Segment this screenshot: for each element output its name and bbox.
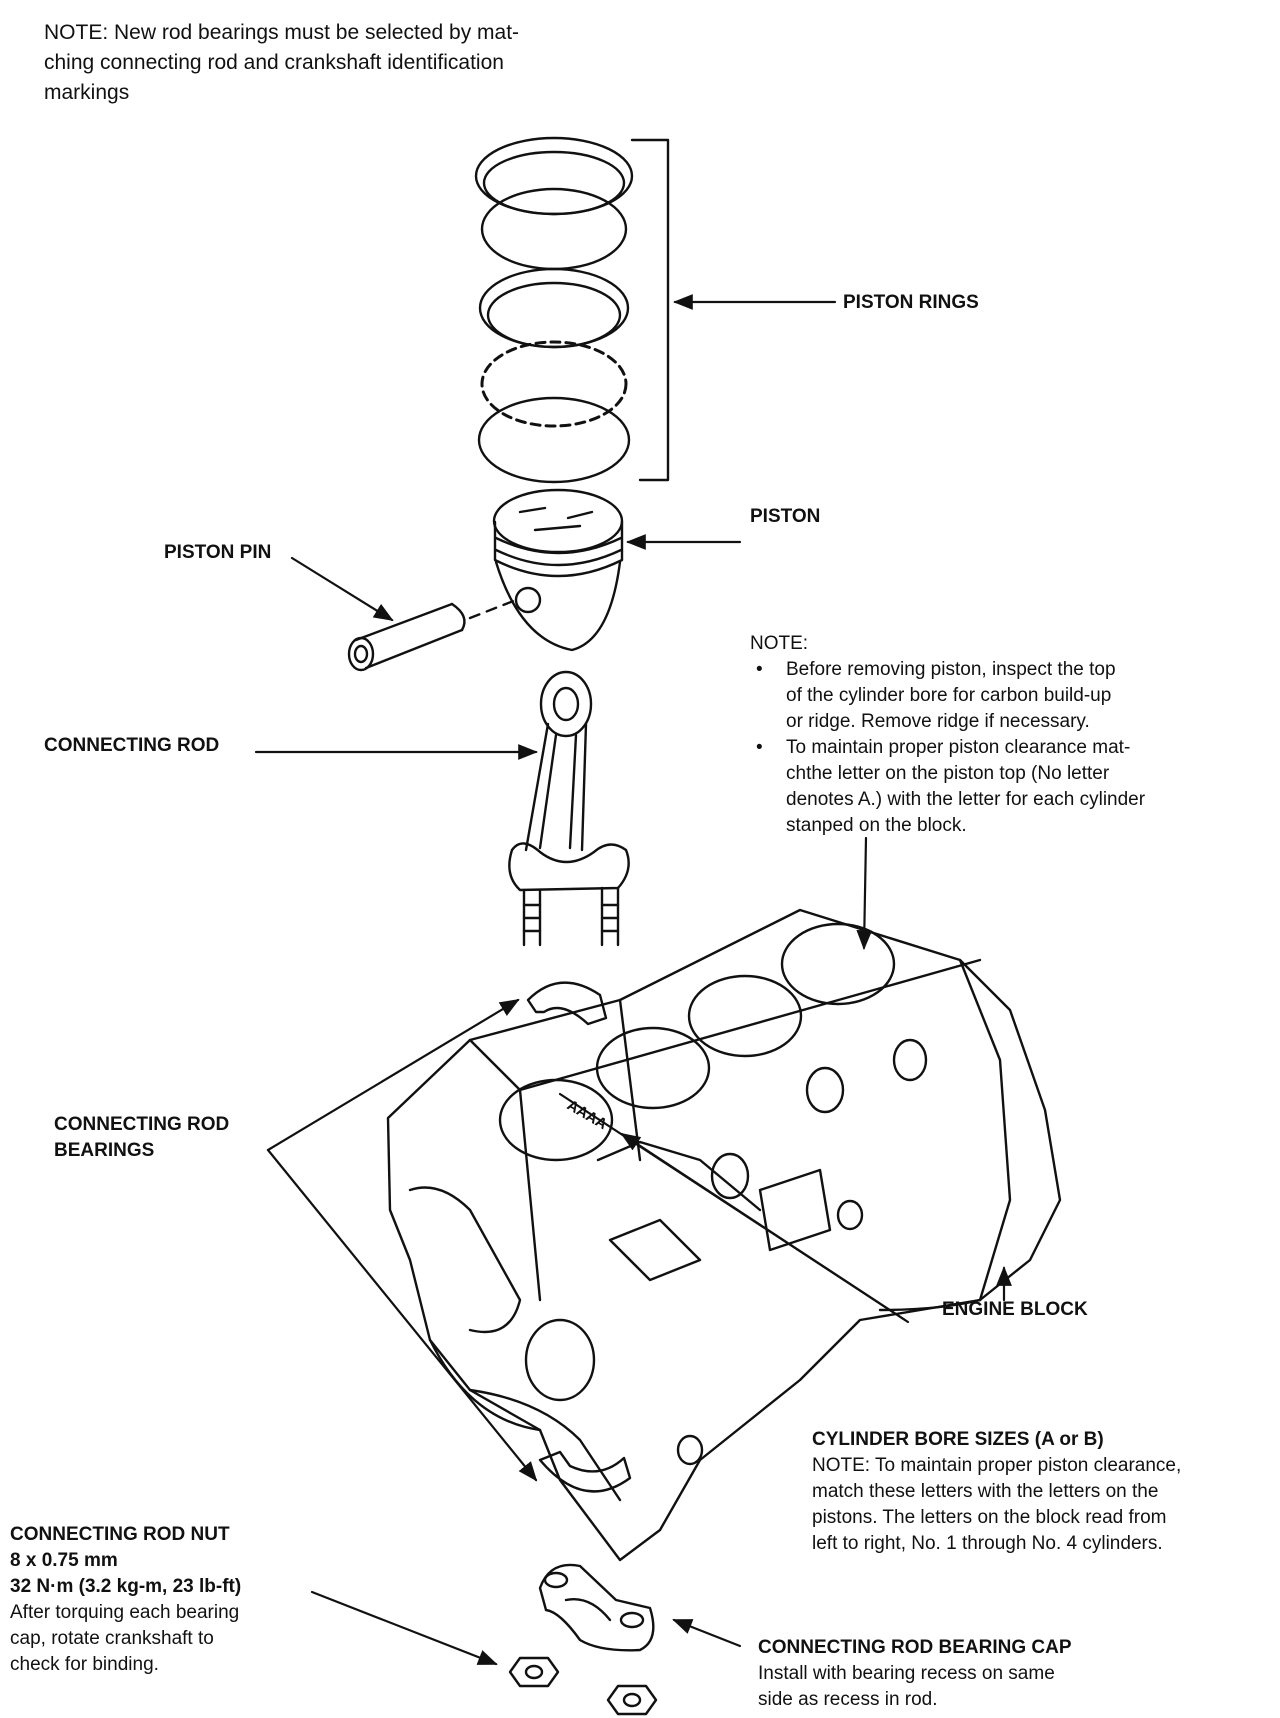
piston-rings-bracket <box>630 138 670 482</box>
connecting-rod-drawing <box>508 670 630 947</box>
piston-pin-label: PISTON PIN <box>164 542 272 563</box>
piston-pin-drawing <box>347 598 518 672</box>
piston-note-line: denotes A.) with the letter for each cyl… <box>786 789 1146 810</box>
engine-block-drawing <box>386 908 1062 1562</box>
connecting-rod-bearings-line: CONNECTING ROD <box>54 1114 230 1135</box>
rod-bearing-note: NOTE: New rod bearings must be selected … <box>44 18 519 108</box>
bore-sizes-line: pistons. The letters on the block read f… <box>812 1507 1167 1528</box>
piston-note-line: stanped on the block. <box>786 815 967 836</box>
piston-note-heading: NOTE: <box>750 633 809 654</box>
piston-note-line: of the cylinder bore for carbon build-up <box>786 685 1112 706</box>
bearing-cap-line: side as recess in rod. <box>758 1689 938 1710</box>
rod-nut-line: After torquing each bearing <box>10 1602 240 1623</box>
engine-block-label: ENGINE BLOCK <box>942 1299 1088 1320</box>
connecting-rod-nut-note: CONNECTING ROD NUT 8 x 0.75 mm 32 N·m (3… <box>10 1522 241 1678</box>
bore-sizes-line: match these letters with the letters on … <box>812 1481 1159 1502</box>
connecting-rod-bearings-line: BEARINGS <box>54 1140 155 1161</box>
cylinder-bore-sizes-note: CYLINDER BORE SIZES (A or B) NOTE: To ma… <box>812 1427 1181 1557</box>
rod-nut-line: cap, rotate crankshaft to <box>10 1628 214 1649</box>
bearing-cap-line: Install with bearing recess on same <box>758 1663 1055 1684</box>
lower-rod-bearing-drawing <box>538 1450 632 1493</box>
piston-note-line: To maintain proper piston clearance mat- <box>786 737 1131 758</box>
connecting-rod-bearings-label: CONNECTING ROD BEARINGS <box>54 1112 229 1164</box>
rod-bearing-note-line: NOTE: New rod bearings must be selected … <box>44 21 520 44</box>
rod-nut-title: CONNECTING ROD NUT <box>10 1524 230 1545</box>
bore-sizes-line: NOTE: To maintain proper piston clearanc… <box>812 1455 1182 1476</box>
bore-sizes-line: left to right, No. 1 through No. 4 cylin… <box>812 1533 1163 1554</box>
piston-clearance-note: NOTE: Before removing piston, inspect th… <box>750 631 1145 839</box>
rod-bearing-note-line: ching connecting rod and crankshaft iden… <box>44 51 504 74</box>
piston-rings-label: PISTON RINGS <box>843 292 979 313</box>
bore-marks-label: AAAA <box>564 1097 610 1133</box>
piston-note-line: or ridge. Remove ridge if necessary. <box>786 711 1090 732</box>
piston-note-bullet: Before removing piston, inspect the top … <box>750 657 1145 735</box>
rod-nut-torque: 32 N·m (3.2 kg-m, 23 lb-ft) <box>10 1576 242 1597</box>
rod-bearing-note-line: markings <box>44 81 130 104</box>
bearing-cap-title: CONNECTING ROD BEARING CAP <box>758 1637 1072 1658</box>
connecting-rod-label: CONNECTING ROD <box>44 735 220 756</box>
rod-nut-line: check for binding. <box>10 1654 159 1675</box>
piston-note-bullet: To maintain proper piston clearance mat-… <box>750 735 1145 839</box>
piston-note-line: Before removing piston, inspect the top <box>786 659 1116 680</box>
bearing-cap-drawing <box>538 1563 655 1652</box>
piston-label: PISTON <box>750 506 821 527</box>
bearing-cap-note: CONNECTING ROD BEARING CAP Install with … <box>758 1635 1072 1713</box>
piston-note-line: chthe letter on the piston top (No lette… <box>786 763 1110 784</box>
piston-drawing <box>492 488 624 652</box>
upper-rod-bearing-drawing <box>526 981 608 1026</box>
bore-sizes-title: CYLINDER BORE SIZES (A or B) <box>812 1429 1104 1450</box>
rod-nut-size: 8 x 0.75 mm <box>10 1550 118 1571</box>
rod-nuts-drawing <box>508 1656 658 1716</box>
leader-lines <box>254 294 1012 1666</box>
piston-rings-drawing <box>474 136 634 484</box>
